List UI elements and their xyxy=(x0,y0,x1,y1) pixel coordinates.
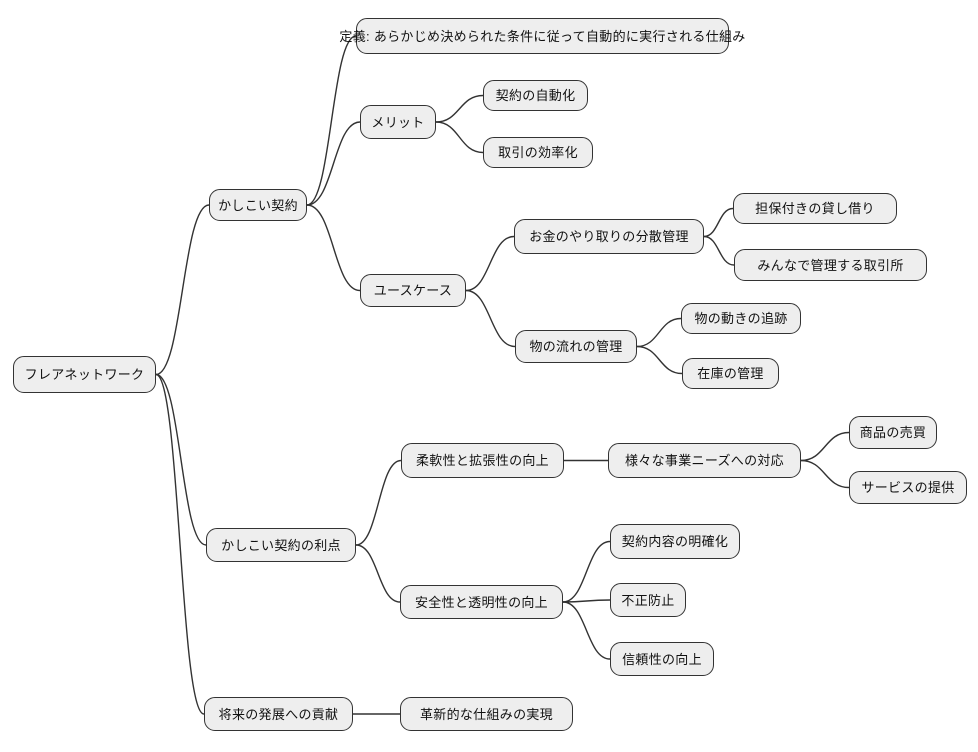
node-label: 将来の発展への貢献 xyxy=(218,706,339,722)
edge xyxy=(155,373,207,546)
node-label: 物の動きの追跡 xyxy=(694,311,788,326)
edge xyxy=(155,204,210,376)
edge xyxy=(800,431,850,462)
edge xyxy=(435,121,484,154)
node-label: 定義: あらかじめ決められた条件に従って自動的に実行される仕組み xyxy=(339,28,746,44)
mindmap-node: 信頼性の向上 xyxy=(610,642,714,676)
edge xyxy=(465,289,516,348)
mindmap-node: 定義: あらかじめ決められた条件に従って自動的に実行される仕組み xyxy=(339,18,745,54)
node-label: 革新的な仕組みの実現 xyxy=(419,706,553,722)
mindmap-node: 担保付きの貸し借り xyxy=(733,193,897,224)
mindmap-node: サービスの提供 xyxy=(849,471,967,504)
edge xyxy=(435,94,484,123)
edge xyxy=(355,459,402,546)
edge xyxy=(703,235,735,266)
node-label: 商品の売買 xyxy=(859,425,927,440)
node-label: 契約の自動化 xyxy=(495,88,576,103)
edge xyxy=(562,601,611,660)
edge xyxy=(155,373,205,715)
mindmap-node: 商品の売買 xyxy=(849,416,937,449)
mindmap-node: 様々な事業ニーズへの対応 xyxy=(608,443,801,478)
edge xyxy=(562,599,611,603)
node-label: 在庫の管理 xyxy=(697,366,764,381)
node-label: 不正防止 xyxy=(621,592,675,608)
node-label: 担保付きの貸し借り xyxy=(755,201,875,216)
mindmap-node: 将来の発展への貢献 xyxy=(204,697,353,731)
mindmap-node: 契約内容の明確化 xyxy=(610,524,740,559)
node-label: かしこい契約 xyxy=(218,197,298,213)
mindmap-node: かしこい契約 xyxy=(209,189,307,221)
mindmap-node: 柔軟性と拡張性の向上 xyxy=(401,443,564,478)
mindmap-node: みんなで管理する取引所 xyxy=(734,249,927,281)
edge xyxy=(306,121,361,206)
mindmap-node: メリット xyxy=(360,105,436,139)
edge xyxy=(355,544,401,603)
node-label: フレアネットワーク xyxy=(24,367,145,382)
edge xyxy=(306,204,361,292)
node-label: みんなで管理する取引所 xyxy=(757,257,904,273)
node-label: サービスの提供 xyxy=(861,480,955,495)
edge xyxy=(465,235,515,292)
edge xyxy=(636,345,683,375)
node-label: 物の流れの管理 xyxy=(529,339,623,354)
mindmap-node: 物の動きの追跡 xyxy=(681,303,801,334)
mindmap-node: かしこい契約の利点 xyxy=(206,528,356,562)
node-label: かしこい契約の利点 xyxy=(221,537,341,553)
mindmap-node: お金のやり取りの分散管理 xyxy=(514,219,704,254)
mindmap-node: 取引の効率化 xyxy=(483,137,593,168)
node-label: お金のやり取りの分散管理 xyxy=(529,229,689,244)
edge xyxy=(800,459,850,489)
mindmap-node: 不正防止 xyxy=(610,583,686,617)
mindmap-node: 在庫の管理 xyxy=(682,358,779,389)
node-label: 柔軟性と拡張性の向上 xyxy=(415,453,549,468)
node-label: ユースケース xyxy=(373,283,453,298)
edge xyxy=(636,317,682,348)
mindmap-node: 物の流れの管理 xyxy=(515,330,637,363)
node-label: 安全性と透明性の向上 xyxy=(414,594,548,610)
mindmap-root-node: フレアネットワーク xyxy=(13,356,156,393)
mindmap-node: 安全性と透明性の向上 xyxy=(400,585,563,619)
mindmap-node: ユースケース xyxy=(360,274,466,307)
node-label: メリット xyxy=(371,114,425,130)
node-label: 契約内容の明確化 xyxy=(621,534,729,549)
edge xyxy=(703,207,734,238)
mindmap-node: 契約の自動化 xyxy=(483,80,588,111)
node-label: 信頼性の向上 xyxy=(622,651,702,667)
edge xyxy=(306,35,357,206)
node-label: 様々な事業ニーズへの対応 xyxy=(625,453,784,468)
mindmap-node: 革新的な仕組みの実現 xyxy=(400,697,573,731)
node-label: 取引の効率化 xyxy=(498,145,578,160)
edge xyxy=(562,540,611,603)
